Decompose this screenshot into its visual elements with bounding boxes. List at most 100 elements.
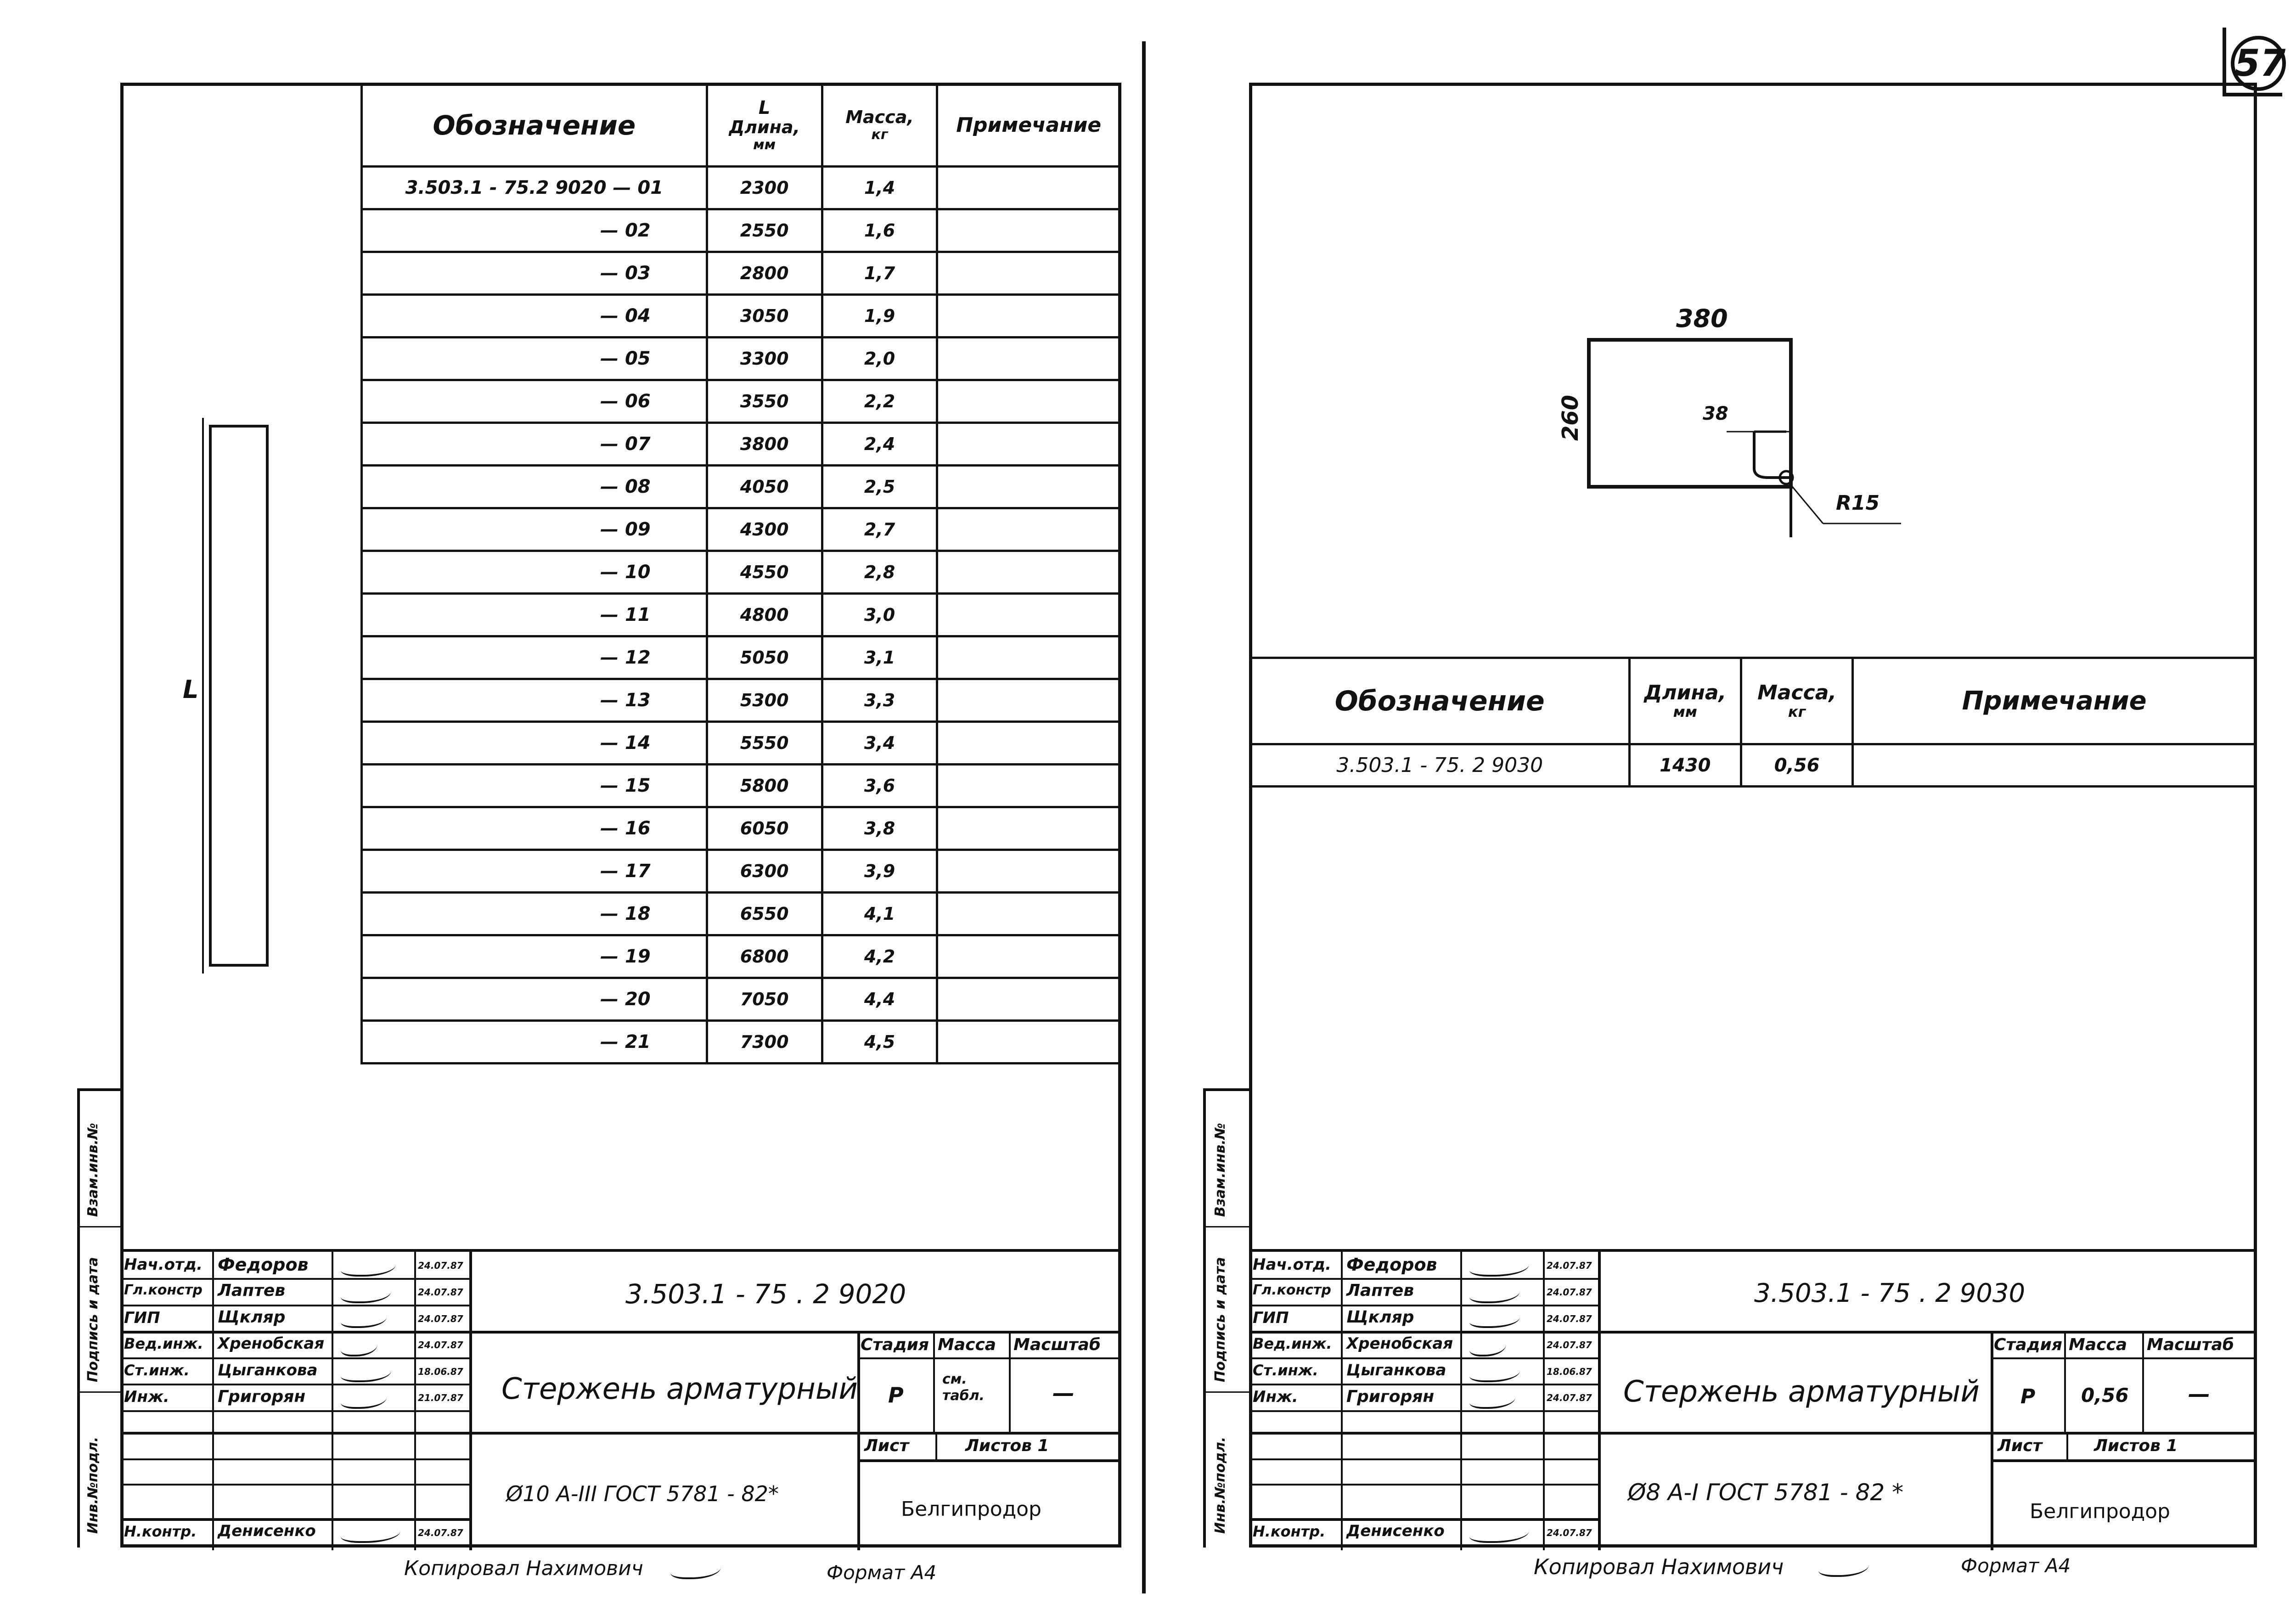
tb-row-line [120, 1410, 469, 1412]
tb-date: 24.07.87 [1547, 1392, 1592, 1403]
row-designation: — 12 [360, 635, 708, 680]
tb-col-line [469, 1252, 472, 1550]
row-note [936, 635, 1121, 680]
tb-role: Вед.инж. [124, 1335, 203, 1352]
row-designation: — 15 [360, 763, 708, 808]
row-mass: 3,3 [821, 678, 939, 723]
tb-row-line [1249, 1278, 1598, 1280]
tb-name: Денисенко [1346, 1522, 1445, 1540]
row-mass: 1,4 [821, 165, 939, 210]
row-mass: 2,2 [821, 379, 939, 424]
signature-icon [1469, 1336, 1506, 1356]
row-designation: — 05 [360, 336, 708, 381]
row-length: 5550 [705, 720, 823, 765]
right-header-mass: Масса, кг [1739, 657, 1854, 745]
row-mass: 2,5 [821, 464, 939, 509]
row-note [936, 251, 1121, 296]
tb-date: 24.07.87 [1547, 1260, 1592, 1271]
tb-name: Хренобская [218, 1334, 325, 1353]
tb-row-line [120, 1384, 469, 1385]
tb-name: Федоров [218, 1255, 309, 1275]
left-footer-copied: Копировал Нахимович [404, 1557, 643, 1580]
row-designation: — 10 [360, 550, 708, 595]
tb-row-line [1249, 1384, 1598, 1385]
right-footer-copied: Копировал Нахимович [1534, 1554, 1784, 1579]
tb-scale: — [2188, 1381, 2210, 1407]
tb-row-line [857, 1357, 1121, 1359]
tb-name: Щкляр [218, 1308, 286, 1327]
tb-row-line [120, 1278, 469, 1280]
tb-name: Цыганкова [1346, 1361, 1446, 1379]
tb-col-line [332, 1252, 333, 1550]
left-header-mass: Масса, кг [821, 83, 939, 168]
tb-material: Ø10 А-III ГОСТ 5781 - 82* [506, 1481, 779, 1506]
tb-scale-label: Масштаб [2147, 1335, 2234, 1354]
tb-role: Н.контр. [1253, 1523, 1326, 1540]
tb-row-line [1249, 1432, 2257, 1435]
row-length: 3050 [705, 293, 823, 338]
signature-icon [341, 1523, 400, 1543]
tb-name: Федоров [1346, 1255, 1437, 1275]
stirrup-hook-curve [1753, 432, 1791, 479]
row-length: 4300 [705, 507, 823, 552]
tb-row-line [120, 1458, 469, 1460]
left-side-strip-line [77, 1088, 80, 1548]
row-mass: 3,8 [821, 806, 939, 851]
signature-icon [341, 1390, 387, 1409]
right-header-note: Примечание [1851, 657, 2257, 745]
tb-document-code: 3.503.1 - 75 . 2 9030 [1754, 1278, 2026, 1308]
row-note [1851, 743, 2257, 788]
tb-date: 21.07.87 [418, 1392, 463, 1403]
row-designation: — 09 [360, 507, 708, 552]
tb-mass: 0,56 [2081, 1384, 2129, 1407]
row-mass: 1,6 [821, 208, 939, 253]
row-designation: — 13 [360, 678, 708, 723]
row-note [936, 208, 1121, 253]
hook-bend [1778, 470, 1794, 485]
left-header-designation: Обозначение [360, 83, 708, 168]
right-footer-format: Формат А4 [1961, 1554, 2071, 1577]
tb-col-line [935, 1432, 937, 1459]
row-note [936, 977, 1121, 1022]
radius-leader [1788, 482, 1824, 524]
tb-col-line [1341, 1252, 1343, 1550]
tb-organization: Белгипродор [2030, 1500, 2170, 1523]
tb-name: Цыганкова [218, 1361, 318, 1379]
left-side-label-replace: Взам.инв.№ [85, 1123, 101, 1217]
row-designation: 3.503.1 - 75. 2 9030 [1249, 743, 1631, 788]
row-mass: 3,1 [821, 635, 939, 680]
left-header-note: Примечание [936, 83, 1121, 168]
right-stirrup-drawing [1587, 338, 1901, 537]
right-header-length-label: Длина, [1644, 681, 1727, 704]
row-designation: — 04 [360, 293, 708, 338]
row-note [936, 379, 1121, 424]
row-note [936, 934, 1121, 979]
row-mass: 4,5 [821, 1019, 939, 1064]
row-note [936, 891, 1121, 936]
tb-document-name: Стержень арматурный [501, 1372, 858, 1406]
tb-scale-label: Масштаб [1013, 1335, 1101, 1354]
tb-row-line [1249, 1518, 1598, 1521]
left-side-strip-sep1 [77, 1226, 123, 1227]
row-length: 1430 [1628, 743, 1742, 788]
row-note [936, 422, 1121, 467]
tb-name: Лаптев [218, 1281, 286, 1300]
tb-row-line [1249, 1458, 1598, 1460]
dim-width-label: 380 [1676, 304, 1728, 333]
row-mass: 1,7 [821, 251, 939, 296]
tb-name: Григорян [1346, 1387, 1435, 1406]
signature-icon [1818, 1557, 1869, 1577]
left-side-label-sign: Подпись и дата [85, 1257, 101, 1382]
row-length: 2550 [705, 208, 823, 253]
row-length: 7300 [705, 1019, 823, 1064]
tb-date: 24.07.87 [418, 1527, 463, 1538]
tb-document-name: Стержень арматурный [1623, 1375, 1980, 1409]
row-designation: — 06 [360, 379, 708, 424]
